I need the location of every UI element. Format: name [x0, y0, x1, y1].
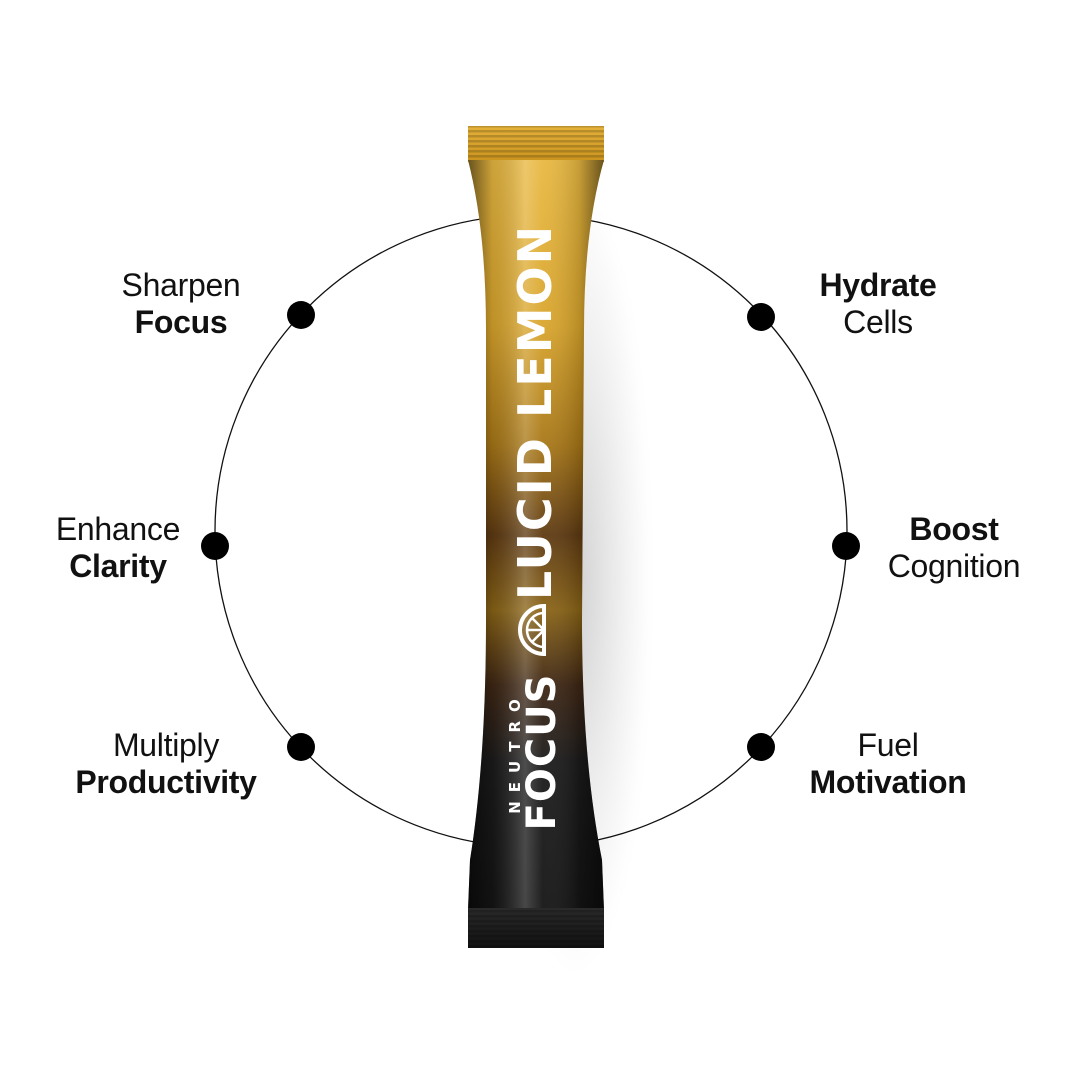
benefit-boost-cognition: Boost Cognition: [834, 511, 1074, 585]
benefit-bold-text: Boost: [909, 511, 999, 547]
dot-hydrate: [747, 303, 775, 331]
benefit-fuel-motivation: Fuel Motivation: [768, 727, 1008, 801]
dot-fuel: [747, 733, 775, 761]
benefit-light-text: Fuel: [857, 727, 919, 763]
lemon-slice-icon: [518, 603, 546, 657]
benefit-light-text: Cells: [843, 304, 913, 340]
brand-focus: FOCUS: [519, 673, 565, 831]
benefit-bold-text: Productivity: [75, 764, 257, 800]
benefit-bold-text: Clarity: [69, 548, 167, 584]
dot-boost: [832, 532, 860, 560]
benefit-multiply-productivity: Multiply Productivity: [46, 727, 286, 801]
benefit-sharpen-focus: Sharpen Focus: [61, 267, 301, 341]
benefit-bold-text: Motivation: [809, 764, 967, 800]
flavor-name: LUCID LEMON: [508, 223, 562, 601]
benefit-light-text: Enhance: [55, 511, 181, 547]
dot-multiply: [287, 733, 315, 761]
benefit-enhance-clarity: Enhance Clarity: [0, 511, 238, 585]
benefit-hydrate-cells: Hydrate Cells: [758, 267, 998, 341]
benefit-bold-text: Hydrate: [819, 267, 937, 303]
benefit-light-text: Cognition: [887, 548, 1021, 584]
dot-enhance: [201, 532, 229, 560]
benefit-light-text: Sharpen: [121, 267, 241, 303]
benefit-light-text: Multiply: [112, 727, 220, 763]
benefit-bold-text: Focus: [134, 304, 228, 340]
dot-sharpen: [287, 301, 315, 329]
